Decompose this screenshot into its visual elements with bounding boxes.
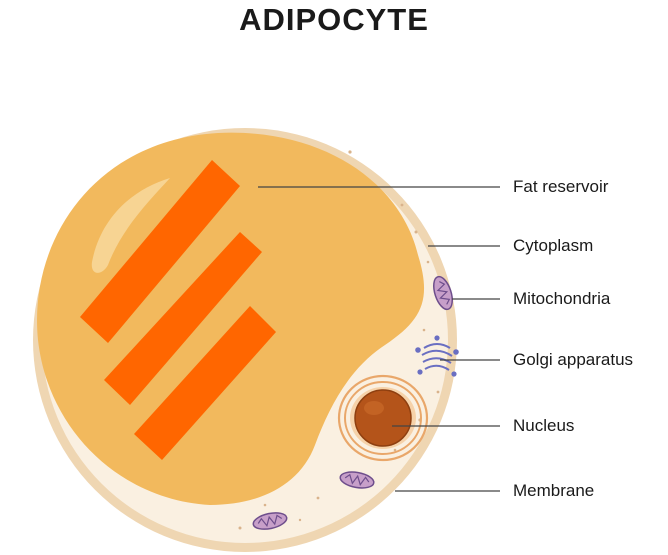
mitochondrion-3	[252, 512, 288, 530]
fat-reservoir-droplet	[37, 132, 425, 505]
highlight-stripe-3	[134, 306, 276, 460]
label-membrane: Membrane	[513, 481, 595, 500]
highlight-stripe-1	[80, 160, 240, 343]
nucleus-group	[337, 374, 429, 462]
label-golgi-apparatus: Golgi apparatus	[513, 350, 634, 369]
label-mitochondria: Mitochondria	[513, 289, 611, 308]
highlight-stripes	[80, 160, 276, 460]
mitochondrion-2	[339, 471, 375, 489]
mitochondrion-1	[433, 275, 453, 311]
label-cytoplasm: Cytoplasm	[513, 236, 594, 255]
diagram-title: ADIPOCYTE	[239, 2, 429, 37]
label-nucleus: Nucleus	[513, 416, 575, 435]
label-fat-reservoir: Fat reservoir	[513, 177, 609, 196]
fat-reservoir-shine	[91, 178, 170, 273]
leader-lines	[258, 186, 500, 492]
highlight-stripe-2	[104, 232, 262, 405]
golgi-apparatus-shape	[415, 335, 459, 377]
